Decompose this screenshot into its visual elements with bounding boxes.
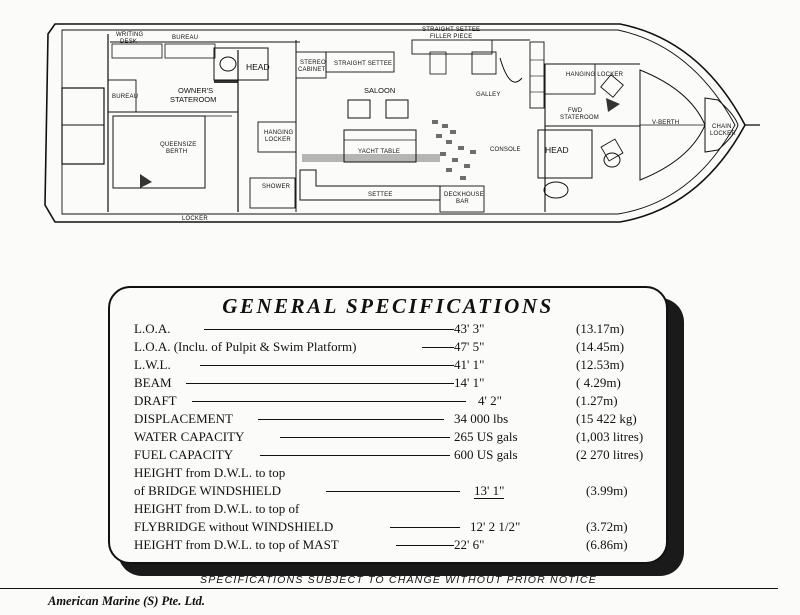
deck-plan-drawing: WRITING DESK BUREAU HEAD STEREO CABINET … [44,23,760,223]
spec-row: L.O.A. (Inclu. of Pulpit & Swim Platform… [134,338,656,356]
spec-metric: (2 270 litres) [576,447,644,462]
saloon-chair [347,99,371,119]
spec-row: HEIGHT from D.W.L. to top of [134,500,656,518]
spec-imperial: 12' 2 1/2" [470,519,521,534]
spec-imperial: 600 US gals [454,447,518,462]
label-owners: OWNER'S [178,86,213,95]
label-writing-desk-2: DESK [120,39,137,45]
spec-row: HEIGHT from D.W.L. to top of MAST 22' 6"… [134,536,656,554]
spec-imperial: 41' 1" [454,357,485,372]
spec-name: of BRIDGE WINDSHIELD [134,483,282,498]
label-saloon: SALOON [364,86,395,95]
specifications-box: GENERAL SPECIFICATIONS L.O.A. 43' 3" (13… [108,286,668,564]
specifications-notice: SPECIFICATIONS SUBJECT TO CHANGE WITHOUT… [200,574,597,586]
spec-name: DISPLACEMENT [134,411,233,426]
fwd-head [537,129,593,179]
spec-name: DRAFT [134,393,177,408]
spec-metric: (3.99m) [586,483,628,498]
label-bureau-top: BUREAU [172,35,198,41]
spec-row: L.W.L. 41' 1" (12.53m) [134,356,656,374]
label-straight-settee: STRAIGHT SETTEE [334,61,392,67]
label-hanging-locker-fwd: HANGING LOCKER [566,72,624,78]
spec-imperial: 43' 3" [454,321,485,336]
spec-imperial: 34 000 lbs [454,411,509,426]
spec-metric: (12.53m) [576,357,625,372]
label-console: CONSOLE [490,147,521,153]
spec-name: FLYBRIDGE without WINDSHIELD [134,519,334,534]
hull-outline [44,23,746,223]
spec-metric: ( 4.29m) [576,375,621,390]
spec-imperial: 265 US gals [454,429,518,444]
spec-metric: (13.17m) [576,321,625,336]
spec-row: HEIGHT from D.W.L. to top [134,464,656,482]
label-writing-desk: WRITING [116,32,144,38]
spec-row: L.O.A. 43' 3" (13.17m) [134,320,656,338]
spec-row: BEAM 14' 1" ( 4.29m) [134,374,656,392]
label-head-fwd: HEAD [545,145,569,155]
spec-name: HEIGHT from D.W.L. to top of [134,501,300,516]
spec-row: FUEL CAPACITY 600 US gals (2 270 litres) [134,446,656,464]
spec-name: WATER CAPACITY [134,429,245,444]
aft-head [213,47,269,81]
spec-metric: (1.27m) [576,393,618,408]
label-fwd-stateroom: STATEROOM [560,115,599,121]
label-deckhouse: DECKHOUSE [444,192,484,198]
spec-row: FLYBRIDGE without WINDSHIELD 12' 2 1/2" … [134,518,656,536]
spec-row: WATER CAPACITY 265 US gals (1,003 litres… [134,428,656,446]
spec-row: DRAFT 4' 2" (1.27m) [134,392,656,410]
spec-imperial: 4' 2" [478,393,502,408]
spec-name: BEAM [134,375,172,390]
label-head-aft: HEAD [246,62,270,72]
spec-imperial: 47' 5" [454,339,485,354]
label-filler-piece: FILLER PIECE [430,34,472,40]
label-chain-locker: LOCKER [710,131,736,137]
spec-imperial: 13' 1" [474,483,505,499]
spec-metric: (15 422 kg) [576,411,637,426]
label-straight-settee-filler: STRAIGHT SETTEE [422,27,480,33]
spec-name: L.O.A. (Inclu. of Pulpit & Swim Platform… [134,339,357,354]
deckhouse-bar [439,185,485,213]
spec-metric: (3.72m) [586,519,628,534]
spec-row: of BRIDGE WINDSHIELD 13' 1" (3.99m) [134,482,656,500]
label-locker: LOCKER [182,216,208,222]
spec-name: L.W.L. [134,357,171,372]
label-yacht-table: YACHT TABLE [358,149,400,155]
spec-name: L.O.A. [134,321,171,336]
saloon-chair [385,99,409,119]
label-settee: SETTEE [368,192,393,198]
label-locker-aft: LOCKER [265,137,291,143]
specifications-title: GENERAL SPECIFICATIONS [222,294,554,318]
label-queensize: QUEENSIZE [160,142,196,148]
spec-name: HEIGHT from D.W.L. to top [134,465,286,480]
chain-locker [704,97,739,153]
spec-imperial: 14' 1" [454,375,485,390]
label-bar: BAR [456,199,469,205]
spec-metric: (6.86m) [586,537,628,552]
notice-divider [0,588,778,589]
company-name: American Marine (S) Pte. Ltd. [48,594,205,608]
label-owners-stateroom: STATEROOM [170,95,216,104]
label-stereo-2: CABINET [298,67,326,73]
label-stereo: STEREO [300,60,326,66]
spec-metric: (1,003 litres) [576,429,644,444]
spec-name: HEIGHT from D.W.L. to top of MAST [134,537,339,552]
label-bureau-aft: BUREAU [112,94,138,100]
shower [249,177,296,209]
spec-imperial: 22' 6" [454,537,485,552]
label-chain: CHAIN [712,124,732,130]
label-berth: BERTH [166,149,187,155]
spec-metric: (14.45m) [576,339,625,354]
inner-hull-line [61,29,736,215]
label-fwd: FWD [568,108,583,114]
swim-platform [61,87,105,165]
label-v-berth: V-BERTH [652,120,679,126]
label-galley: GALLEY [476,92,501,98]
spec-row: DISPLACEMENT 34 000 lbs (15 422 kg) [134,410,656,428]
queensize-berth [112,115,206,189]
spec-name: FUEL CAPACITY [134,447,234,462]
label-shower: SHOWER [262,184,291,190]
label-hanging-locker-aft: HANGING [264,130,294,136]
